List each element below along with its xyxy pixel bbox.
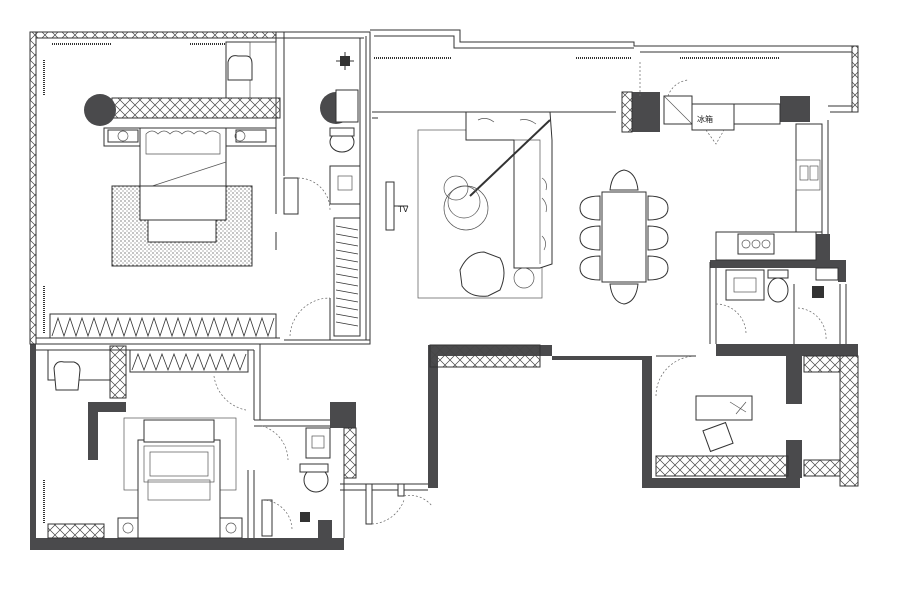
fridge-label: 冰箱 <box>697 114 713 124</box>
floor-lamp-arm <box>469 119 551 197</box>
vanity-guest <box>725 269 765 301</box>
floor-drain-icon <box>300 512 310 522</box>
study-chair <box>702 421 734 453</box>
study-desk <box>695 395 753 421</box>
vanity-second <box>305 427 331 459</box>
cooktop <box>737 233 775 255</box>
bookshelf <box>655 455 789 477</box>
master-bath <box>283 52 361 340</box>
kitchen-sink <box>795 159 821 191</box>
entry-doors <box>365 344 541 525</box>
side-table <box>513 267 535 289</box>
nightstand-lamp-icon <box>234 130 246 142</box>
guest-bath-right <box>715 267 839 341</box>
floor-drain-icon <box>812 286 824 298</box>
cabinet-hall <box>429 344 541 368</box>
sofa-l-shape <box>465 111 553 269</box>
armchair <box>227 55 253 81</box>
bed-second <box>137 439 221 539</box>
side-lamp-left <box>84 94 116 126</box>
desk-chair <box>53 361 81 391</box>
lounge-chair <box>459 251 505 297</box>
study-room <box>655 355 859 487</box>
living-room: TV <box>385 111 553 299</box>
nightstand-lamp-icon <box>225 522 237 534</box>
headboard-cabinet <box>111 97 281 119</box>
nightstand-lamp-icon <box>117 130 129 142</box>
master-bedroom <box>49 41 281 339</box>
tv-unit <box>385 181 395 231</box>
vanity-master <box>329 165 361 205</box>
dining-table <box>601 191 647 283</box>
second-bedroom <box>43 345 249 539</box>
tv-label: TV <box>397 205 409 214</box>
kitchen: 冰箱 <box>621 60 823 261</box>
toilet-guest <box>767 277 789 303</box>
nightstand-lamp-icon <box>122 522 134 534</box>
second-bath <box>261 425 357 537</box>
dining-area <box>579 169 669 305</box>
